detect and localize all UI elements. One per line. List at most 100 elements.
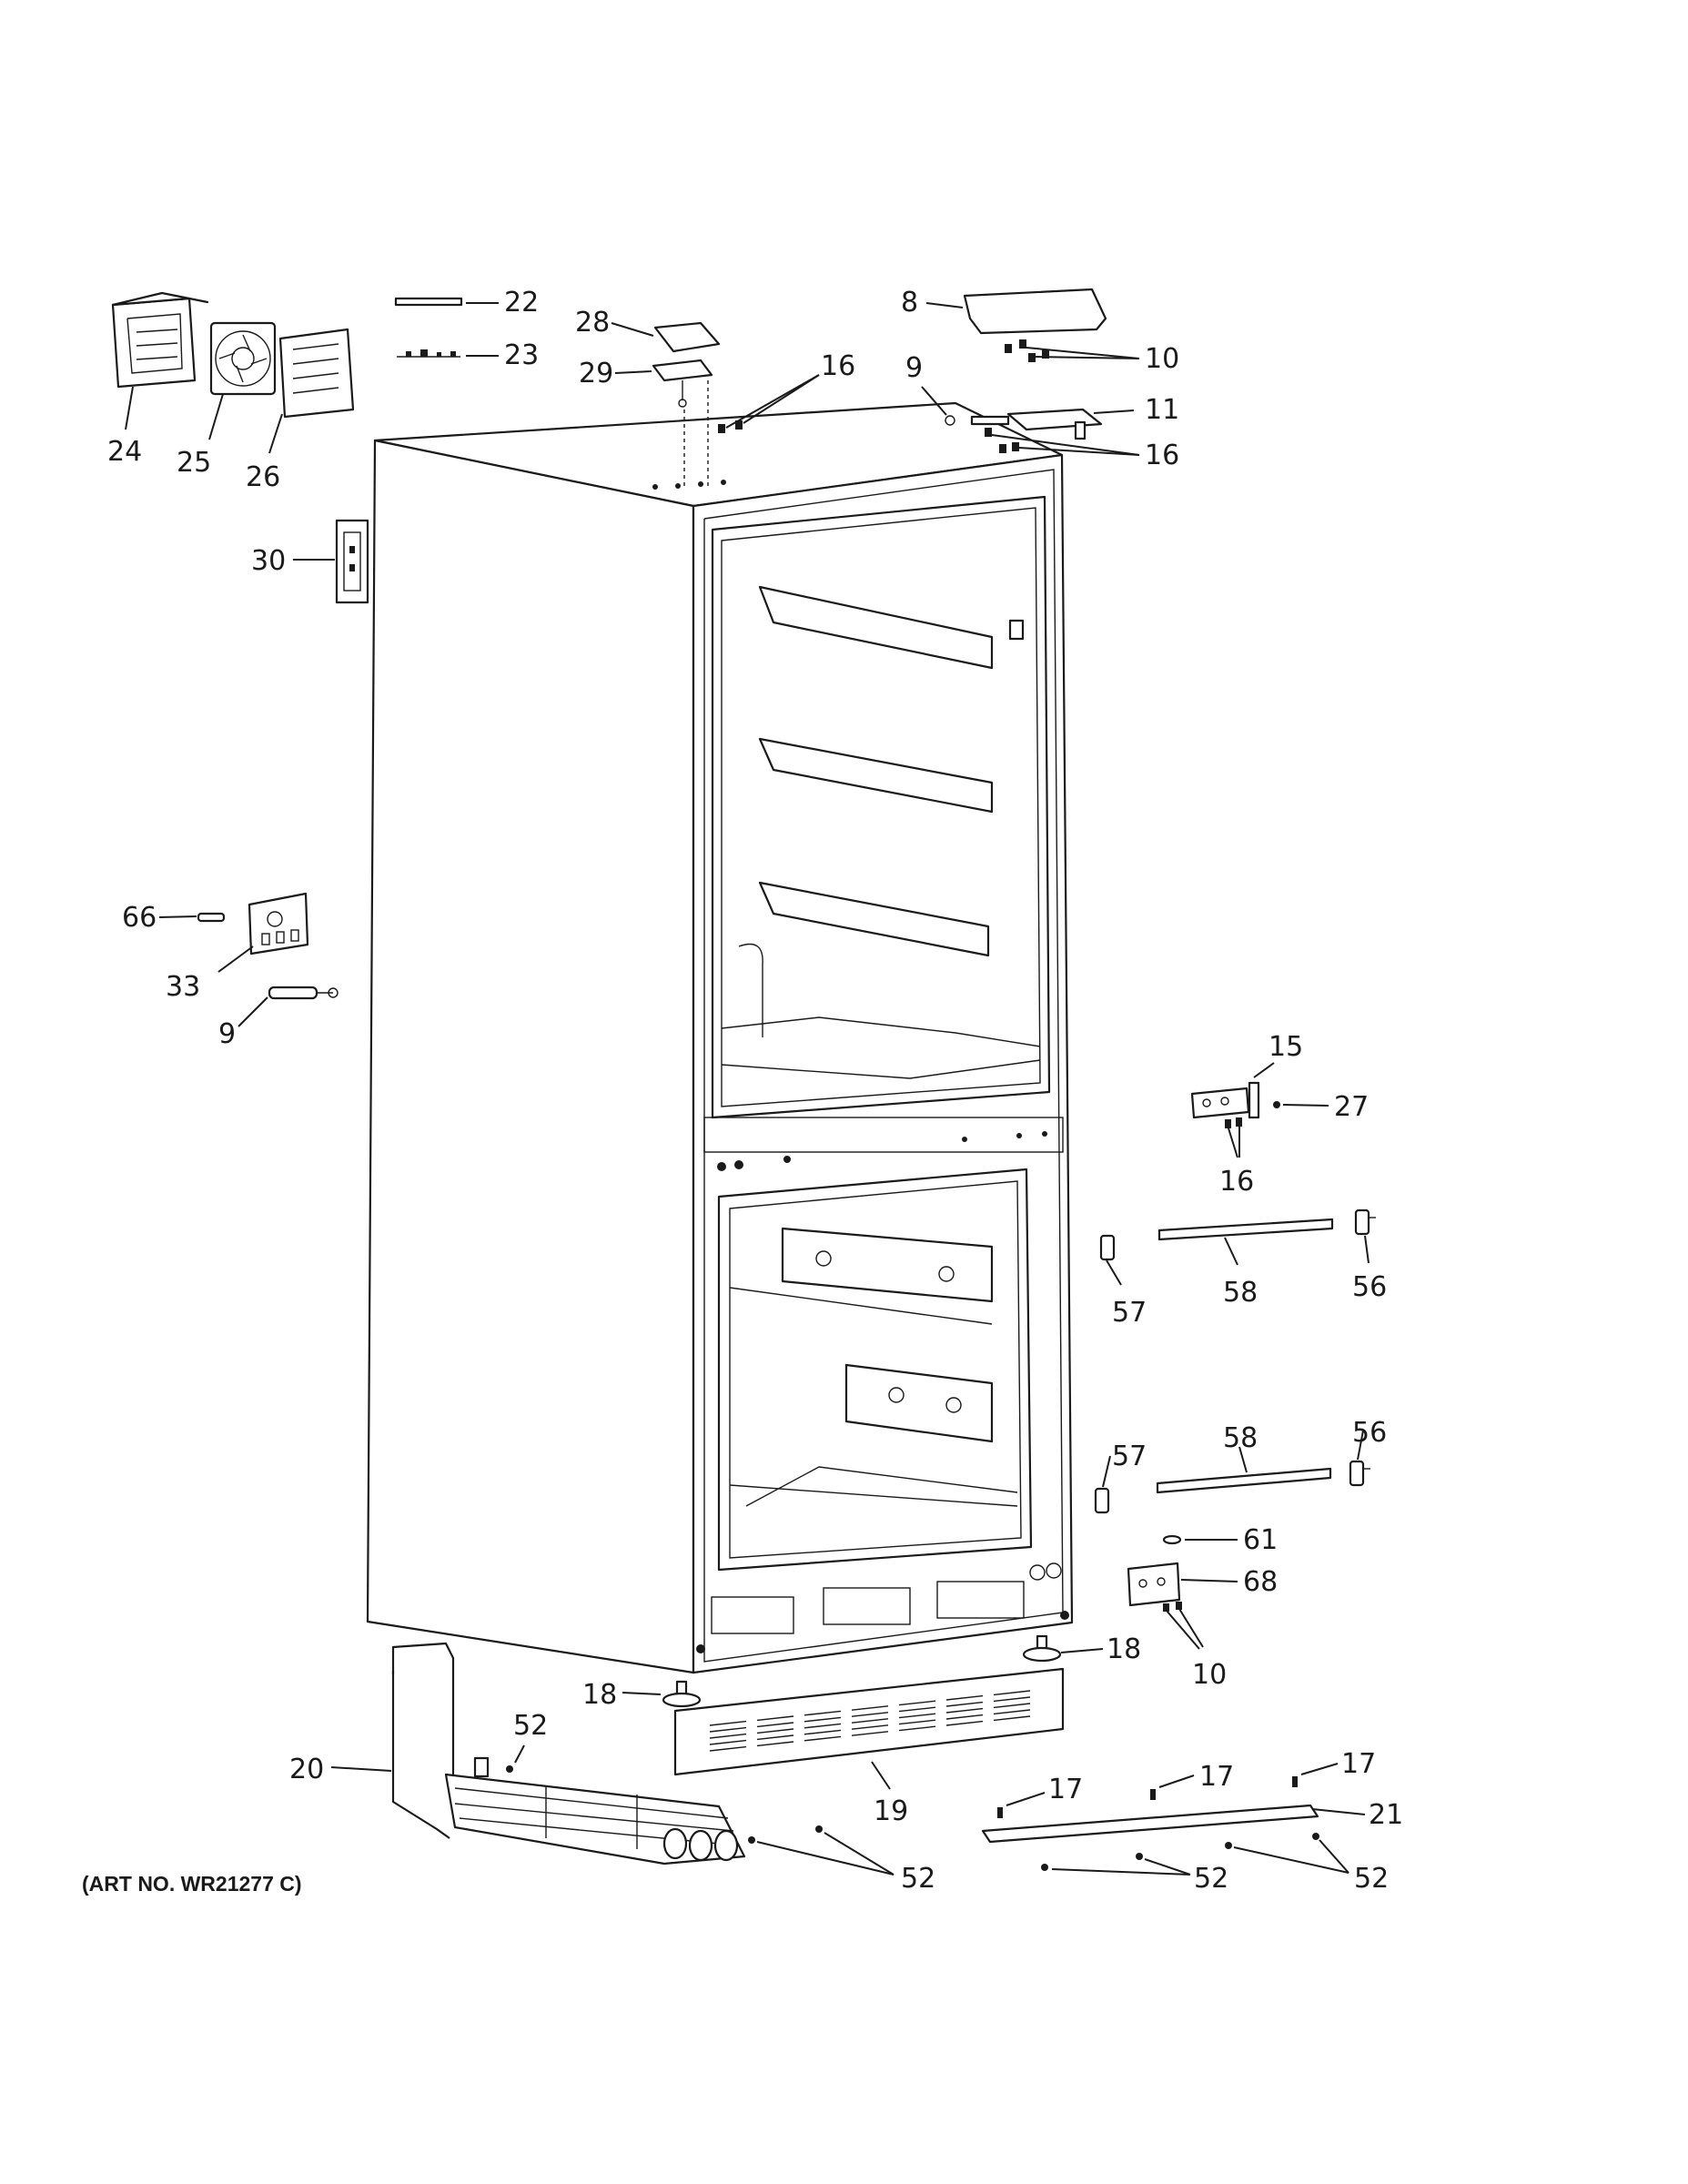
bracket-33 xyxy=(248,892,309,956)
callout-22: 22 xyxy=(504,287,539,318)
grille-slot xyxy=(804,1729,842,1735)
grille-slot xyxy=(851,1705,889,1711)
grille-slot xyxy=(756,1728,794,1734)
callout-57: 57 xyxy=(1112,1441,1147,1472)
callout-26: 26 xyxy=(246,461,280,493)
grille-slot xyxy=(851,1731,889,1736)
clip-57-lower xyxy=(1094,1487,1110,1514)
callout-52: 52 xyxy=(901,1863,935,1895)
callout-66: 66 xyxy=(122,902,157,934)
grille-slot xyxy=(945,1720,984,1726)
callout-8: 8 xyxy=(901,287,918,318)
grille-slot xyxy=(993,1709,1031,1715)
callout-9: 9 xyxy=(218,1018,236,1050)
upper-shelf-rails xyxy=(758,585,1025,957)
callout-16: 16 xyxy=(1219,1166,1254,1198)
grille-slot xyxy=(945,1694,984,1701)
grille-slot xyxy=(993,1715,1031,1722)
grille-slot xyxy=(709,1720,747,1726)
bracket-21 xyxy=(981,1804,1319,1844)
callout-15: 15 xyxy=(1269,1031,1303,1063)
grille-slot xyxy=(898,1713,936,1719)
grille-slot xyxy=(709,1739,747,1745)
fan-housing-24 xyxy=(111,291,209,389)
fan-cover-26 xyxy=(278,328,355,419)
refrigerator-cabinet xyxy=(366,401,1074,1674)
callout-17: 17 xyxy=(1048,1774,1083,1805)
callout-17: 17 xyxy=(1341,1748,1376,1780)
grille-slot xyxy=(945,1701,984,1707)
cover-8 xyxy=(963,288,1107,335)
grille-slot xyxy=(945,1707,984,1714)
grille-slot xyxy=(804,1723,842,1729)
control-30 xyxy=(335,519,369,604)
strip-58-upper xyxy=(1157,1218,1334,1241)
bracket-29 xyxy=(652,359,713,408)
clip-56-lower xyxy=(1349,1460,1370,1487)
callout-19: 19 xyxy=(874,1795,908,1827)
callout-57: 57 xyxy=(1112,1297,1147,1329)
leveling-leg-18-left xyxy=(662,1680,702,1708)
callout-56: 56 xyxy=(1352,1271,1387,1303)
grille-slot xyxy=(804,1735,842,1742)
condenser-coil-20 xyxy=(391,1642,746,1866)
screws-16-right xyxy=(985,428,1019,453)
art-number-label: (ART NO. WR21277 C) xyxy=(82,1872,302,1896)
callout-61: 61 xyxy=(1243,1524,1278,1556)
clip-57-upper xyxy=(1099,1234,1116,1261)
grille-slot xyxy=(993,1703,1031,1709)
grille-slot xyxy=(898,1700,936,1706)
sensor-9 xyxy=(268,986,339,1000)
strip-58-lower xyxy=(1156,1467,1332,1494)
callout-29: 29 xyxy=(579,358,613,389)
callout-27: 27 xyxy=(1334,1091,1369,1123)
leveling-leg-18-right xyxy=(1022,1634,1062,1663)
callout-52: 52 xyxy=(513,1710,548,1742)
callout-10: 10 xyxy=(1145,343,1179,375)
grille-slot xyxy=(756,1722,794,1728)
callout-16: 16 xyxy=(1145,440,1179,471)
freezer-drawer-rails xyxy=(729,1227,1018,1507)
callout-labels: 8 9 9 10 10 11 15 16 16 16 17 17 17 18 1… xyxy=(107,287,1403,1895)
grille-slot xyxy=(804,1716,842,1723)
callout-17: 17 xyxy=(1199,1761,1234,1793)
grille-slot xyxy=(898,1706,936,1713)
grille-slot xyxy=(756,1734,794,1741)
hinge-11 xyxy=(1006,408,1103,431)
lower-hinge-68 xyxy=(1127,1562,1181,1607)
callout-56: 56 xyxy=(1352,1417,1387,1449)
grille-slot xyxy=(756,1741,794,1747)
callout-52: 52 xyxy=(1354,1863,1389,1895)
grille-slot xyxy=(898,1725,936,1732)
grille-slot xyxy=(993,1690,1031,1696)
callout-28: 28 xyxy=(575,307,610,339)
strip-22 xyxy=(394,297,463,307)
callout-58: 58 xyxy=(1223,1277,1258,1309)
clip-56-upper xyxy=(1354,1208,1376,1236)
callout-58: 58 xyxy=(1223,1422,1258,1454)
callout-24: 24 xyxy=(107,436,142,468)
grille-slot xyxy=(709,1733,747,1739)
callout-9: 9 xyxy=(905,352,923,384)
callout-20: 20 xyxy=(289,1754,324,1785)
callout-33: 33 xyxy=(166,971,200,1003)
grille-slot xyxy=(709,1745,747,1752)
grille-slot xyxy=(851,1724,889,1730)
screw-66 xyxy=(197,912,226,923)
callout-68: 68 xyxy=(1243,1566,1278,1598)
cover-28 xyxy=(653,321,721,353)
grille-slot xyxy=(945,1714,984,1720)
callout-10: 10 xyxy=(1192,1659,1227,1691)
callout-23: 23 xyxy=(504,339,539,371)
grille-slot xyxy=(709,1726,747,1733)
callout-11: 11 xyxy=(1145,394,1179,426)
callout-25: 25 xyxy=(177,447,211,479)
callout-18: 18 xyxy=(1107,1633,1141,1665)
callout-52: 52 xyxy=(1194,1863,1228,1895)
screws-10-top xyxy=(1005,339,1049,362)
callout-21: 21 xyxy=(1369,1799,1403,1831)
control-board-23 xyxy=(397,349,460,358)
hinge-15 xyxy=(1190,1081,1260,1119)
screws-16-top xyxy=(718,420,743,433)
callout-18: 18 xyxy=(582,1679,617,1711)
